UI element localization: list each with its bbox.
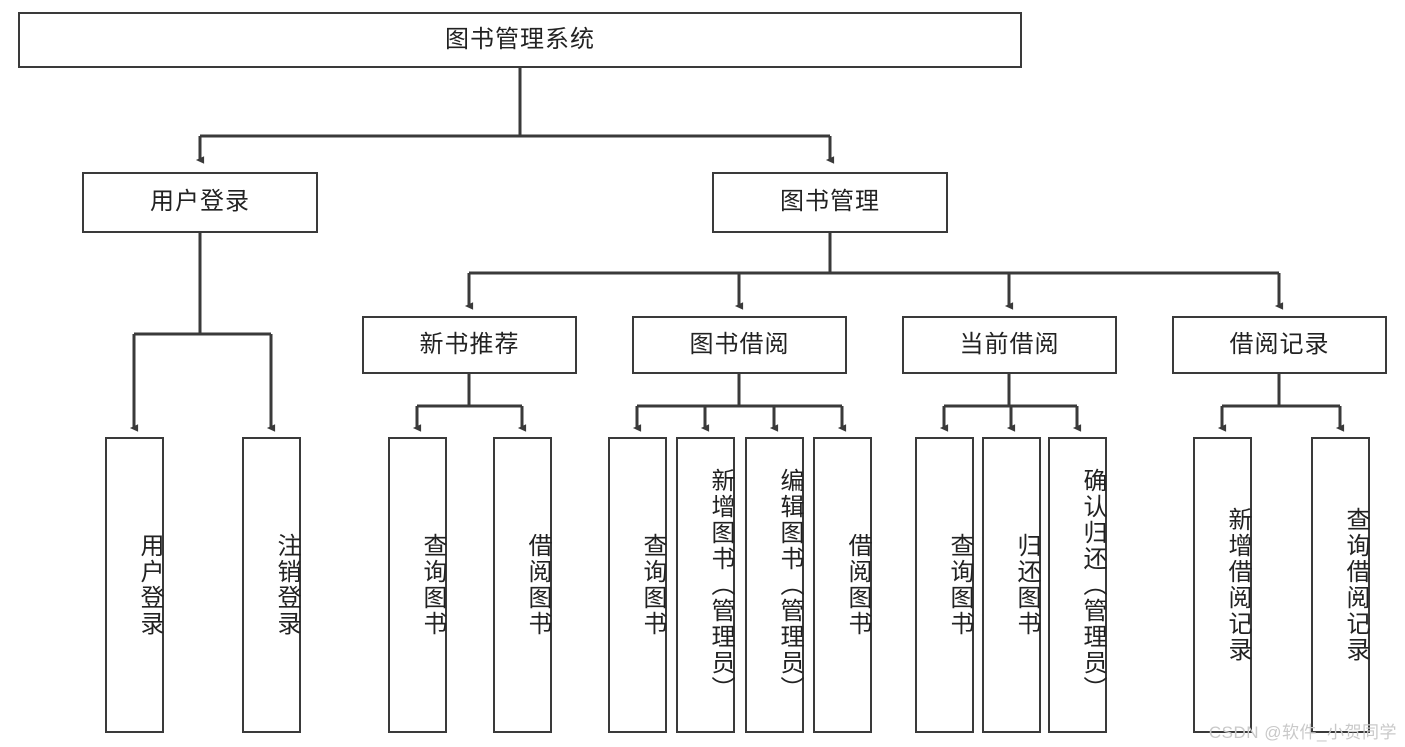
node-borrow-record-label: 借阅记录 [1229, 330, 1330, 358]
leaf-query-borrow-record[interactable]: 查询借阅记录 [1311, 437, 1370, 733]
node-new-book-recommend[interactable]: 新书推荐 [362, 316, 577, 374]
leaf-query-book-1[interactable]: 查询图书 [388, 437, 447, 733]
node-borrow-record[interactable]: 借阅记录 [1172, 316, 1387, 374]
leaf-return-book-label: 归还图书 [1013, 533, 1040, 637]
leaf-query-borrow-record-label: 查询借阅记录 [1342, 507, 1369, 663]
leaf-edit-book-label: 编辑图书（管理员） [776, 468, 803, 702]
leaf-user-login-label: 用户登录 [136, 533, 163, 637]
node-book-borrow-label: 图书借阅 [689, 330, 790, 358]
leaf-logout-login-label: 注销登录 [273, 533, 300, 637]
leaf-borrow-book-1-label: 借阅图书 [524, 533, 551, 637]
node-new-book-recommend-label: 新书推荐 [419, 330, 520, 358]
leaf-edit-book[interactable]: 编辑图书（管理员） [745, 437, 804, 733]
node-user-login-label: 用户登录 [150, 188, 250, 216]
leaf-query-book-3[interactable]: 查询图书 [915, 437, 974, 733]
leaf-add-borrow-record-label: 新增借阅记录 [1224, 507, 1251, 663]
leaf-query-book-2[interactable]: 查询图书 [608, 437, 667, 733]
leaf-add-borrow-record[interactable]: 新增借阅记录 [1193, 437, 1252, 733]
node-user-login[interactable]: 用户登录 [82, 172, 318, 233]
node-root[interactable]: 图书管理系统 [18, 12, 1022, 68]
leaf-borrow-book-1[interactable]: 借阅图书 [493, 437, 552, 733]
leaf-return-book[interactable]: 归还图书 [982, 437, 1041, 733]
node-current-borrow[interactable]: 当前借阅 [902, 316, 1117, 374]
leaf-borrow-book-2-label: 借阅图书 [844, 533, 871, 637]
leaf-confirm-return[interactable]: 确认归还（管理员） [1048, 437, 1107, 733]
node-book-management[interactable]: 图书管理 [712, 172, 948, 233]
leaf-query-book-1-label: 查询图书 [419, 533, 446, 637]
leaf-borrow-book-2[interactable]: 借阅图书 [813, 437, 872, 733]
node-book-management-label: 图书管理 [780, 188, 880, 216]
leaf-query-book-2-label: 查询图书 [639, 533, 666, 637]
node-book-borrow[interactable]: 图书借阅 [632, 316, 847, 374]
node-current-borrow-label: 当前借阅 [959, 330, 1060, 358]
leaf-query-book-3-label: 查询图书 [946, 533, 973, 637]
leaf-add-book[interactable]: 新增图书（管理员） [676, 437, 735, 733]
node-root-label: 图书管理系统 [445, 25, 595, 53]
leaf-confirm-return-label: 确认归还（管理员） [1079, 468, 1106, 702]
leaf-add-book-label: 新增图书（管理员） [707, 468, 734, 702]
leaf-logout-login[interactable]: 注销登录 [242, 437, 301, 733]
leaf-user-login[interactable]: 用户登录 [105, 437, 164, 733]
